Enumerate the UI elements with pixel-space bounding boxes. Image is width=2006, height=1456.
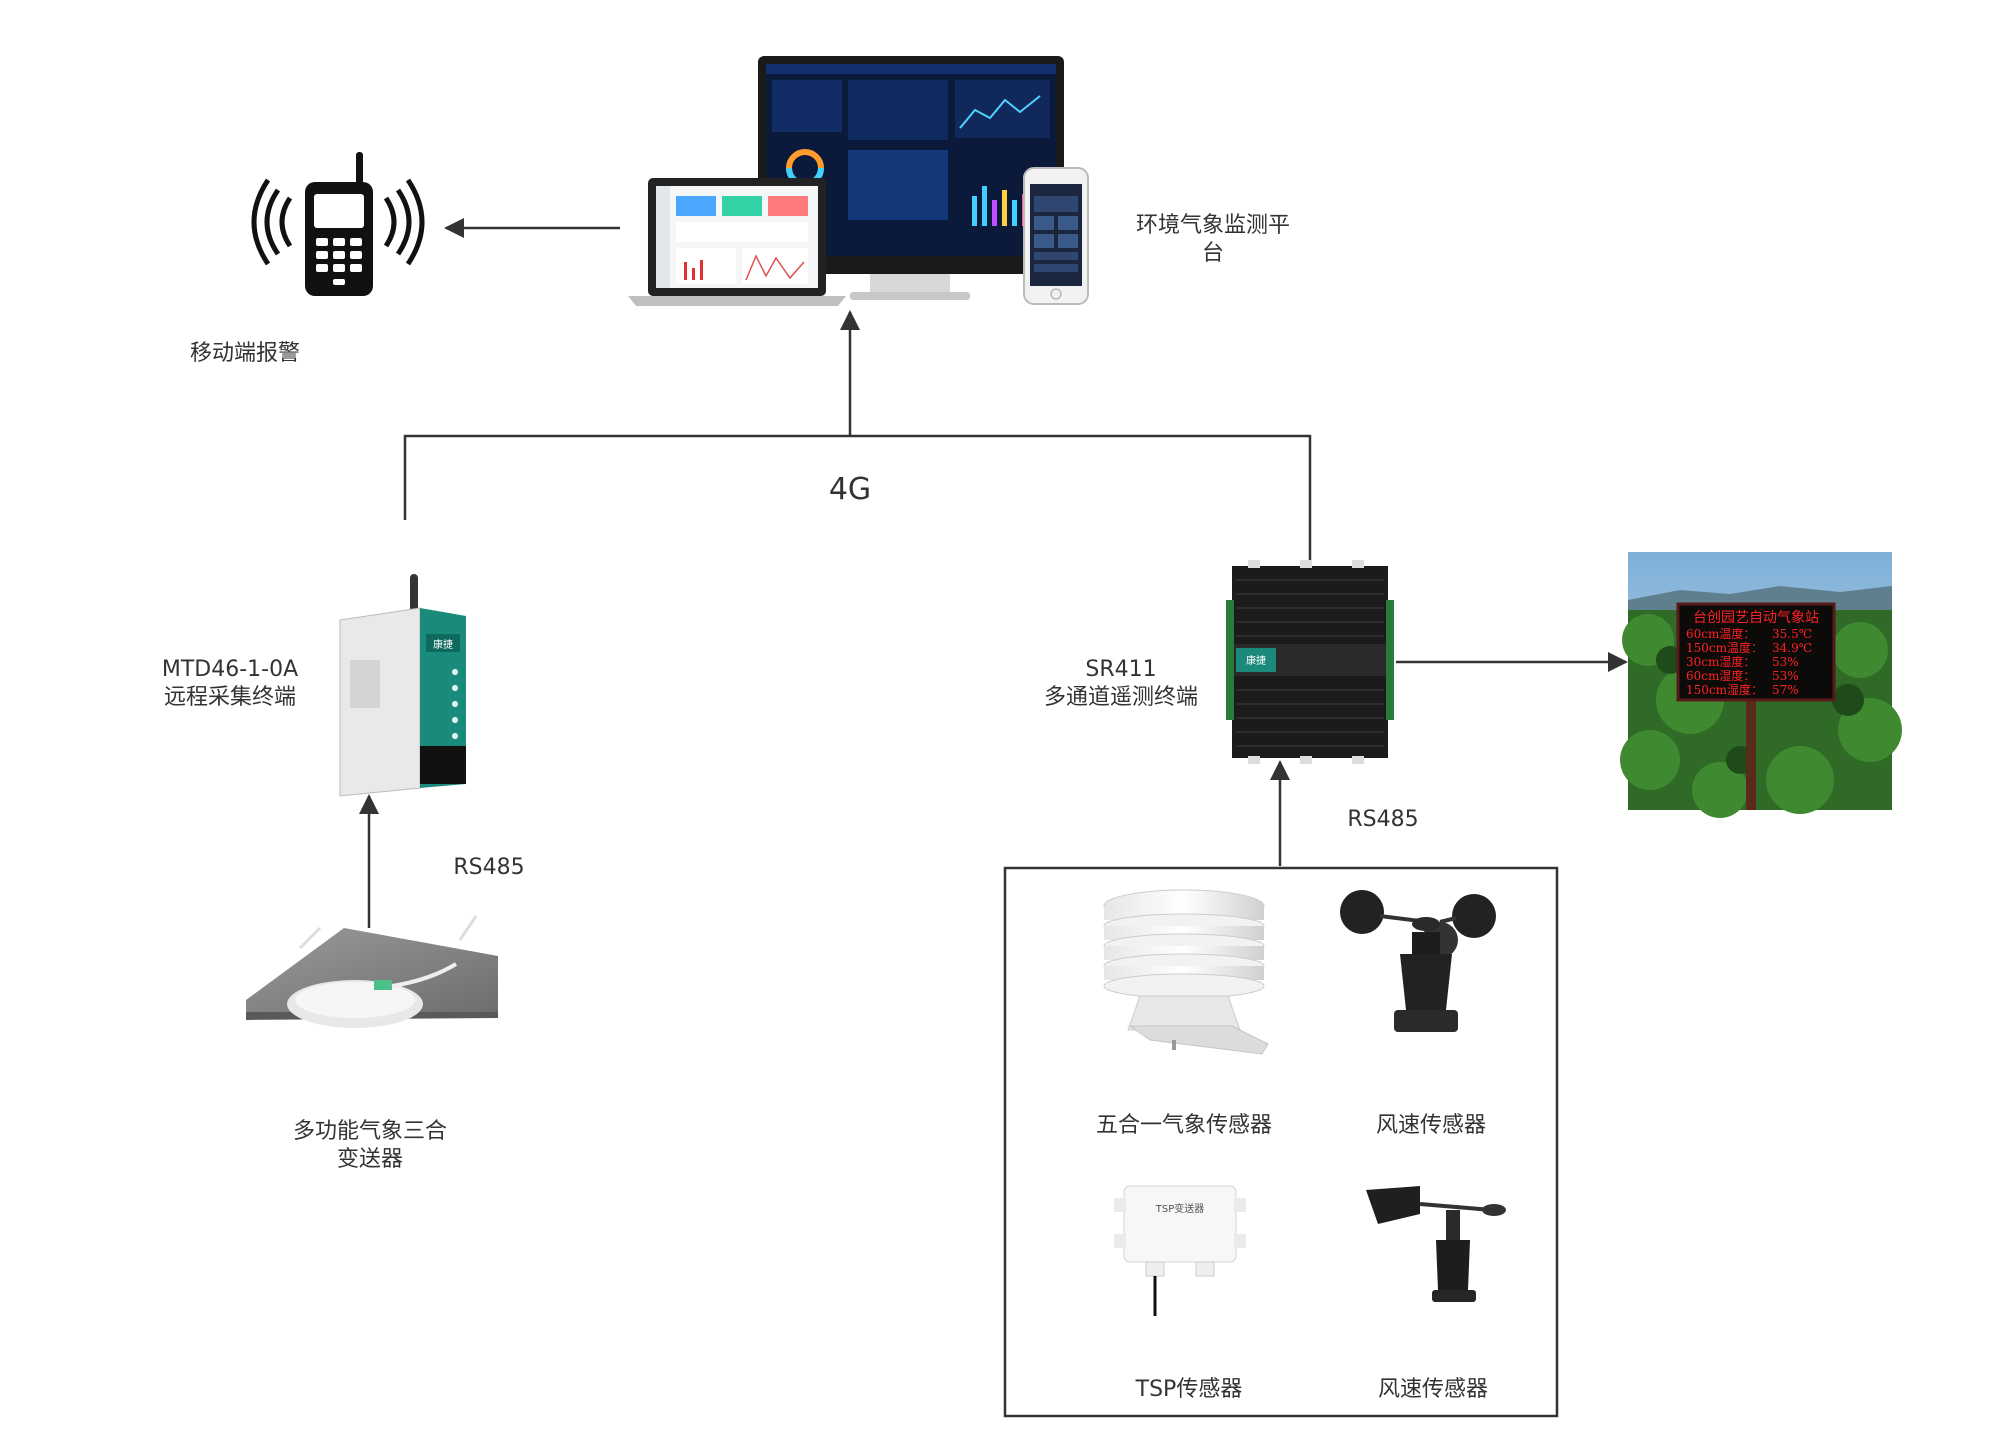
led-row-label: 150cm温度：	[1686, 640, 1763, 655]
sr411-device-illustration	[1226, 560, 1394, 764]
mobile-alarm-label: 移动端报警	[189, 341, 300, 366]
led-row-value: 35.5℃	[1772, 627, 1812, 641]
platform-label-line2: 台	[1201, 241, 1224, 266]
led-row-value: 34.9℃	[1772, 641, 1812, 655]
mtd46-label: MTD46-1-0A 远程采集终端	[140, 656, 320, 712]
led-row-label: 150cm湿度：	[1686, 682, 1763, 697]
platform-label-line1: 环境气象监测平	[1135, 213, 1290, 238]
led-board-title: 台创园艺自动气象站	[1693, 610, 1819, 626]
wind-speed-sensor-1-illustration	[1340, 890, 1496, 1032]
led-row-value: 57%	[1772, 683, 1799, 697]
laptop-icon	[628, 178, 846, 306]
tsp-sensor-label: TSP传感器	[1135, 1377, 1243, 1402]
network-4g-label: 4G	[828, 472, 872, 507]
wind-speed-sensor-2-label: 风速传感器	[1377, 1377, 1488, 1402]
mtd46-label-desc: 远程采集终端	[163, 685, 296, 710]
mtd-device-brand: 康捷	[433, 638, 453, 651]
platform-label: 环境气象监测平 台	[1128, 212, 1298, 268]
led-row-label: 60cm湿度：	[1686, 668, 1755, 683]
led-row-label: 60cm温度：	[1686, 626, 1755, 641]
five-in-one-sensor-label: 五合一气象传感器	[1095, 1113, 1272, 1138]
sr411-label-model: SR411	[1085, 657, 1157, 682]
led-board-photo	[1620, 552, 1902, 818]
transmitter-label: 多功能气象三合 变送器	[280, 1118, 460, 1174]
tsp-box-label: TSP变送器	[1155, 1202, 1205, 1215]
mobile-phone-icon	[251, 152, 425, 296]
platform-devices-illustration	[628, 56, 1089, 306]
led-board-text: 台创园艺自动气象站 60cm温度： 35.5℃ 150cm温度： 34.9℃ 3…	[1686, 610, 1819, 697]
mtd46-device-illustration	[339, 574, 466, 797]
rs485-left-label: RS485	[453, 855, 525, 880]
transmitter-label-line2: 变送器	[336, 1147, 403, 1172]
4g-bus-line	[403, 434, 1312, 565]
sensor-group-box	[1003, 866, 1559, 1418]
smartphone-icon	[1023, 167, 1089, 305]
wind-speed-sensor-1-label: 风速传感器	[1375, 1113, 1486, 1138]
led-row-value: 53%	[1772, 655, 1799, 669]
five-in-one-sensor-illustration	[1103, 889, 1269, 1055]
transmitter-label-line1: 多功能气象三合	[292, 1119, 447, 1144]
sr-device-brand: 康捷	[1246, 654, 1266, 667]
sr411-label: SR411 多通道遥测终端	[1026, 656, 1216, 712]
transmitter-illustration	[246, 915, 498, 1028]
sr411-label-desc: 多通道遥测终端	[1043, 685, 1198, 710]
mtd46-label-model: MTD46-1-0A	[161, 657, 299, 682]
wind-speed-sensor-2-illustration	[1366, 1186, 1506, 1302]
connection-lines	[359, 218, 1628, 928]
monitor-icon	[758, 56, 1064, 300]
led-row-label: 30cm湿度：	[1686, 654, 1755, 669]
tsp-sensor-illustration	[1114, 1185, 1246, 1316]
rs485-right-label: RS485	[1347, 807, 1419, 832]
led-row-value: 53%	[1772, 669, 1799, 683]
